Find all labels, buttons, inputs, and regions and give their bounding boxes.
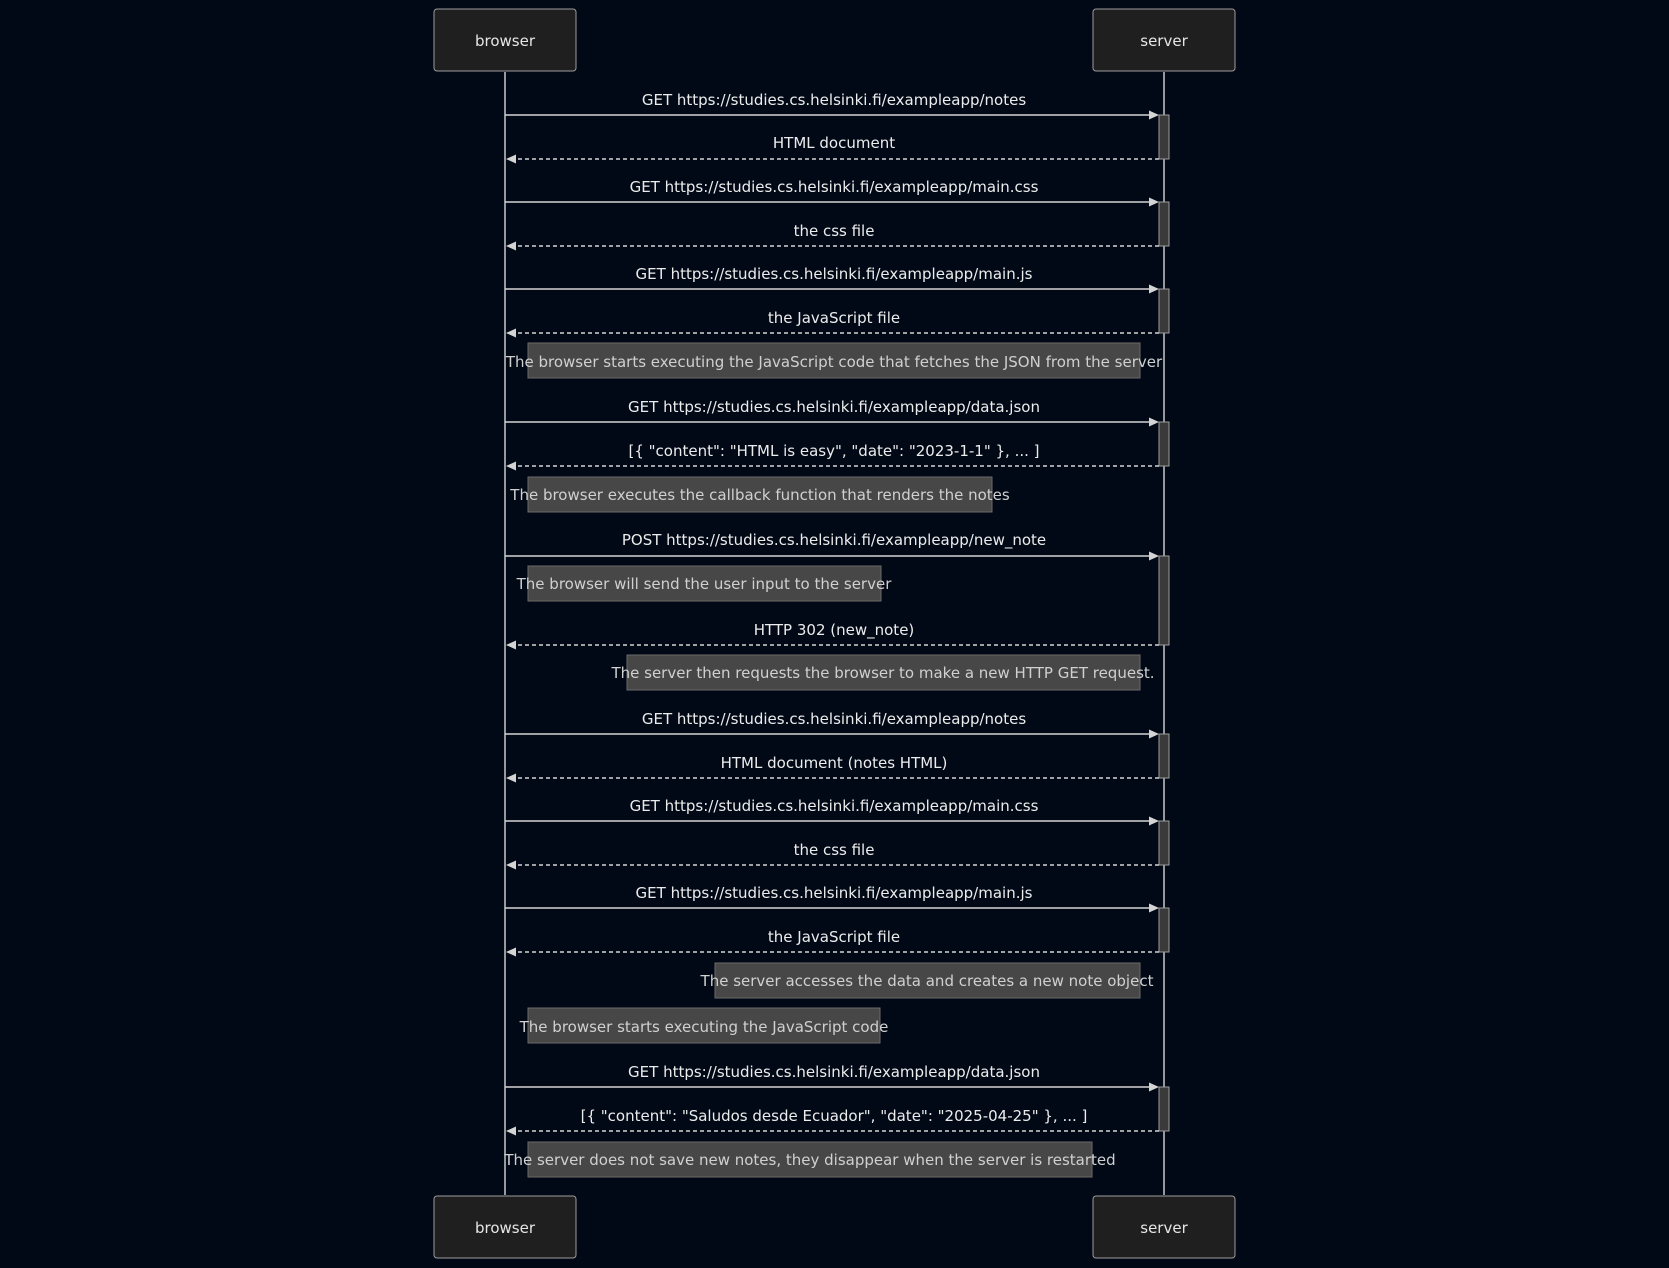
- note: The server then requests the browser to …: [610, 654, 1155, 691]
- server-activation: [1158, 1086, 1170, 1132]
- arrowhead: [1149, 903, 1159, 913]
- browser-actor-bottom: browser: [433, 1195, 577, 1259]
- message-label: POST https://studies.cs.helsinki.fi/exam…: [622, 531, 1046, 550]
- message-response: [{ "content": "HTML is easy", "date": "2…: [506, 442, 1159, 471]
- message-label: GET https://studies.cs.helsinki.fi/examp…: [630, 797, 1039, 815]
- note: The browser executes the callback functi…: [509, 476, 1010, 513]
- message-response: the JavaScript file: [506, 309, 1159, 338]
- server-actor-top: server: [1092, 8, 1236, 72]
- server-activation: [1158, 421, 1170, 467]
- note-text: The server then requests the browser to …: [610, 664, 1154, 682]
- arrowhead: [1149, 417, 1159, 427]
- note: The server accesses the data and creates…: [700, 962, 1154, 999]
- message-label: the css file: [794, 222, 875, 240]
- arrowhead: [506, 860, 516, 870]
- message-label: GET https://studies.cs.helsinki.fi/examp…: [642, 91, 1026, 109]
- message-response: HTML document (notes HTML): [506, 754, 1159, 783]
- arrowhead: [1149, 816, 1159, 826]
- arrowhead: [506, 1126, 516, 1136]
- note-text: The browser will send the user input to …: [516, 575, 893, 593]
- server-activation: [1158, 820, 1170, 866]
- note-text: The browser starts executing the JavaScr…: [505, 353, 1163, 371]
- message-label: [{ "content": "HTML is easy", "date": "2…: [628, 442, 1039, 460]
- message-request: GET https://studies.cs.helsinki.fi/examp…: [505, 91, 1159, 120]
- message-label: GET https://studies.cs.helsinki.fi/examp…: [636, 884, 1033, 902]
- message-request: GET https://studies.cs.helsinki.fi/examp…: [505, 884, 1159, 913]
- arrowhead: [506, 947, 516, 957]
- arrowhead: [506, 241, 516, 251]
- steps: GET https://studies.cs.helsinki.fi/examp…: [503, 91, 1163, 1178]
- message-label: HTTP 302 (new_note): [754, 621, 915, 640]
- message-response: the JavaScript file: [506, 928, 1159, 957]
- server-activation: [1158, 555, 1170, 646]
- server-activation: [1158, 907, 1170, 953]
- message-response: the css file: [506, 841, 1159, 870]
- note: The server does not save new notes, they…: [503, 1141, 1116, 1178]
- arrowhead: [1149, 729, 1159, 739]
- note: The browser starts executing the JavaScr…: [519, 1007, 889, 1044]
- note-text: The server does not save new notes, they…: [503, 1151, 1115, 1169]
- note-text: The browser executes the callback functi…: [509, 486, 1010, 504]
- server-activation: [1158, 733, 1170, 779]
- message-request: GET https://studies.cs.helsinki.fi/examp…: [505, 398, 1159, 427]
- note: The browser will send the user input to …: [516, 565, 893, 602]
- message-response: HTML document: [506, 134, 1159, 164]
- arrowhead: [1149, 197, 1159, 207]
- message-label: HTML document (notes HTML): [721, 754, 948, 772]
- note: The browser starts executing the JavaScr…: [505, 342, 1163, 379]
- message-label: HTML document: [773, 134, 895, 152]
- server-actor-bottom: server: [1092, 1195, 1236, 1259]
- message-label: GET https://studies.cs.helsinki.fi/examp…: [628, 398, 1040, 416]
- message-label: GET https://studies.cs.helsinki.fi/examp…: [630, 178, 1039, 196]
- note-text: The browser starts executing the JavaScr…: [519, 1018, 889, 1036]
- message-request: GET https://studies.cs.helsinki.fi/examp…: [505, 710, 1159, 739]
- server-activation: [1158, 288, 1170, 334]
- message-response: the css file: [506, 222, 1159, 251]
- message-label: GET https://studies.cs.helsinki.fi/examp…: [636, 265, 1033, 283]
- server-activation: [1158, 114, 1170, 160]
- arrowhead: [1149, 1082, 1159, 1092]
- arrowhead: [1149, 284, 1159, 294]
- arrowhead: [506, 154, 516, 164]
- arrowhead: [1149, 110, 1159, 120]
- activation-bars: [1158, 114, 1170, 1132]
- arrowhead: [506, 773, 516, 783]
- server-actor-label: server: [1140, 1219, 1188, 1237]
- message-label: the JavaScript file: [768, 309, 900, 327]
- message-label: the JavaScript file: [768, 928, 900, 946]
- message-response: [{ "content": "Saludos desde Ecuador", "…: [506, 1107, 1159, 1136]
- message-label: GET https://studies.cs.helsinki.fi/examp…: [628, 1063, 1040, 1081]
- note-text: The server accesses the data and creates…: [700, 972, 1154, 990]
- message-request: GET https://studies.cs.helsinki.fi/examp…: [505, 1063, 1159, 1092]
- message-label: the css file: [794, 841, 875, 859]
- message-request: GET https://studies.cs.helsinki.fi/examp…: [505, 178, 1159, 207]
- message-label: GET https://studies.cs.helsinki.fi/examp…: [642, 710, 1026, 728]
- arrowhead: [506, 640, 516, 650]
- server-activation: [1158, 201, 1170, 247]
- message-request: GET https://studies.cs.helsinki.fi/examp…: [505, 797, 1159, 826]
- browser-actor-top: browser: [433, 8, 577, 72]
- arrowhead: [506, 461, 516, 471]
- message-request: POST https://studies.cs.helsinki.fi/exam…: [505, 531, 1159, 561]
- browser-actor-label: browser: [475, 1219, 536, 1237]
- arrowhead: [506, 328, 516, 338]
- arrowhead: [1149, 551, 1159, 561]
- server-actor-label: server: [1140, 32, 1188, 50]
- message-response: HTTP 302 (new_note): [506, 621, 1159, 650]
- browser-actor-label: browser: [475, 32, 536, 50]
- message-request: GET https://studies.cs.helsinki.fi/examp…: [505, 265, 1159, 294]
- message-label: [{ "content": "Saludos desde Ecuador", "…: [581, 1107, 1088, 1125]
